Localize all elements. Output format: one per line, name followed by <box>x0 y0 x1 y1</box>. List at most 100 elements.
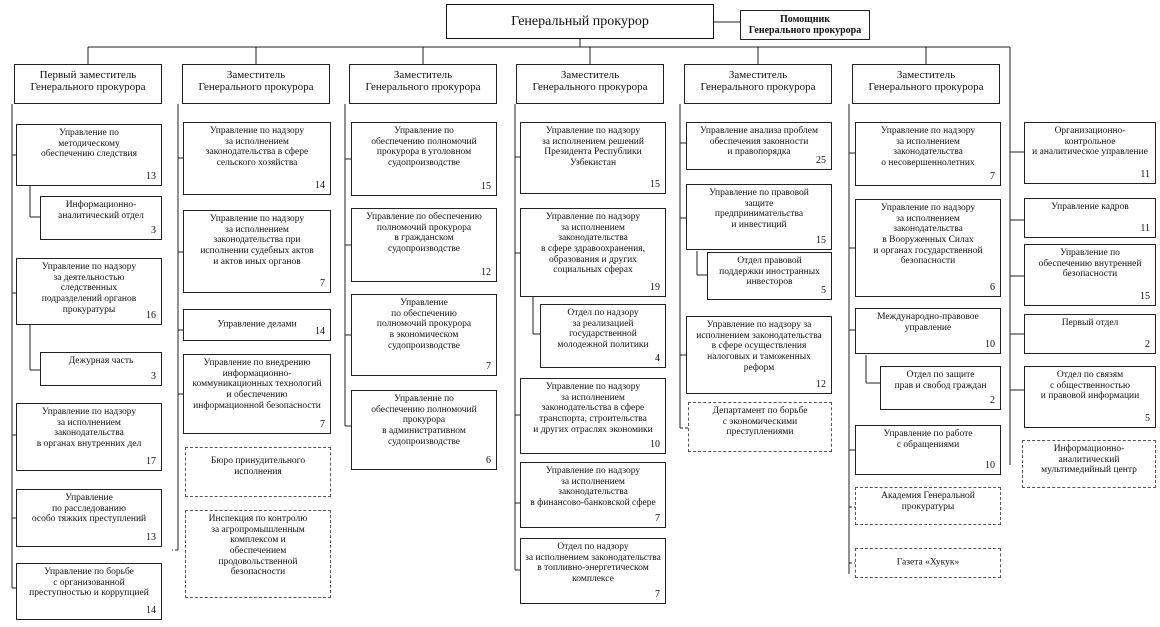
assistant-box: Помощник Генерального прокурора <box>740 10 870 40</box>
deputy-label: Заместитель Генерального прокурора <box>365 69 481 94</box>
department-box: Управление по надзору за исполнением реш… <box>520 122 666 194</box>
department-box: Организационно- контрольное и аналитичес… <box>1024 122 1156 184</box>
department-box: Управление по надзору за исполнением зак… <box>520 208 666 297</box>
staff-count: 7 <box>655 512 660 524</box>
deputy-box-6: Заместитель Генерального прокурора <box>852 64 1000 104</box>
department-name: Управление делами <box>217 319 297 330</box>
department-name: Отдел по защите прав и свобод граждан <box>894 370 987 391</box>
department-name: Управление по надзору за исполнением реш… <box>542 126 644 168</box>
general-prosecutor-label: Генеральный прокурор <box>511 13 649 29</box>
department-box: Управление по работе с обращениями 10 <box>855 425 1001 475</box>
staff-count: 10 <box>985 338 995 350</box>
staff-count: 10 <box>985 459 995 471</box>
staff-count: 14 <box>146 604 156 616</box>
department-name: Управление по надзору за исполнением зак… <box>541 212 645 276</box>
department-box: Международно-правовое управление 10 <box>855 308 1001 354</box>
department-box: Отдел по связям с общественностью и прав… <box>1024 366 1156 428</box>
department-name: Управление по надзору за исполнением зак… <box>530 466 656 508</box>
department-box-dashed: Бюро принудительного исполнения <box>185 447 331 497</box>
staff-count: 17 <box>146 455 156 467</box>
department-name: Управление по надзору за исполнением зак… <box>205 126 309 168</box>
department-name: Отдел по надзору за реализацией государс… <box>557 308 649 350</box>
staff-count: 4 <box>655 352 660 364</box>
department-box: Управление по обеспечению внутренней без… <box>1024 244 1156 306</box>
department-box: Управление по обеспечению полномочий про… <box>351 122 497 196</box>
staff-count: 13 <box>146 170 156 182</box>
department-box-dashed: Академия Генеральной прокуратуры <box>855 487 1001 525</box>
department-name: Информационно- аналитический мультимедий… <box>1041 444 1137 476</box>
department-name: Первый отдел <box>1061 318 1119 328</box>
department-box: Управление по надзору за исполнением зак… <box>686 316 832 394</box>
department-box-dashed: Информационно- аналитический мультимедий… <box>1022 440 1156 488</box>
department-name: Управление по надзору за исполнением зак… <box>696 320 822 373</box>
deputy-box-4: Заместитель Генерального прокурора <box>516 64 664 104</box>
department-box: Управление по надзору за деятельностью с… <box>16 258 162 325</box>
department-box: Отдел правовой поддержки иностранных инв… <box>707 252 832 300</box>
department-box: Управление делами 14 <box>183 309 331 341</box>
staff-count: 7 <box>320 277 325 289</box>
deputy-box-2: Заместитель Генерального прокурора <box>182 64 330 104</box>
staff-count: 7 <box>320 418 325 430</box>
department-box: Управление по расследованию особо тяжких… <box>16 489 162 547</box>
general-prosecutor-box: Генеральный прокурор <box>446 4 714 39</box>
staff-count: 15 <box>650 178 660 190</box>
staff-count: 15 <box>816 234 826 246</box>
staff-count: 12 <box>816 378 826 390</box>
staff-count: 14 <box>315 325 325 337</box>
staff-count: 5 <box>821 284 826 296</box>
department-name: Управление по надзору за исполнением зак… <box>533 382 653 435</box>
department-box: Управление по методическому обеспечению … <box>16 124 162 186</box>
department-name: Управление по внедрению информационно- к… <box>192 358 322 411</box>
deputy-label: Заместитель Генерального прокурора <box>868 69 984 94</box>
department-name: Информационно- аналитический отдел <box>58 200 144 221</box>
staff-count: 11 <box>1140 168 1150 180</box>
department-name: Управление по надзору за исполнением зак… <box>880 126 976 168</box>
staff-count: 19 <box>650 281 660 293</box>
department-box: Управление по борьбе с организованной пр… <box>16 563 162 620</box>
staff-count: 13 <box>146 531 156 543</box>
department-box: Управление по обеспечению полномочий про… <box>351 390 497 470</box>
department-name: Управление анализа проблем обеспечения з… <box>700 126 818 158</box>
deputy-label: Заместитель Генерального прокурора <box>198 69 314 94</box>
staff-count: 3 <box>151 224 156 236</box>
department-box: Управление по правовой защите предприним… <box>686 184 832 250</box>
department-box: Управление по надзору за исполнением зак… <box>520 462 666 528</box>
department-name: Отдел по надзору за исполнением законода… <box>525 542 661 584</box>
department-name: Международно-правовое управление <box>877 312 979 333</box>
department-box-dashed: Инспекция по контролю за агропромышленны… <box>185 510 331 598</box>
department-box: Отдел по надзору за исполнением законода… <box>520 538 666 604</box>
department-name: Управление по обеспечению внутренней без… <box>1038 248 1142 280</box>
department-name: Управление по надзору за исполнением зак… <box>36 407 142 449</box>
staff-count: 3 <box>151 370 156 382</box>
department-name: Управление по работе с обращениями <box>883 429 973 450</box>
department-name: Департамент по борьбе с экономическими п… <box>712 406 808 438</box>
staff-count: 12 <box>481 266 491 278</box>
department-name: Управление по обеспечению полномочий про… <box>371 126 477 168</box>
department-name: Управление по расследованию особо тяжких… <box>31 493 147 525</box>
deputy-label: Первый заместитель Генерального прокурор… <box>30 69 146 94</box>
assistant-label: Помощник Генерального прокурора <box>748 13 862 36</box>
staff-count: 7 <box>655 588 660 600</box>
department-name: Дежурная часть <box>68 356 134 366</box>
staff-count: 10 <box>650 438 660 450</box>
department-box: Дежурная часть 3 <box>40 352 162 386</box>
staff-count: 2 <box>1145 338 1150 350</box>
department-box: Управление по надзору за исполнением зак… <box>16 403 162 471</box>
department-box: Управление по надзору за исполнением зак… <box>183 122 331 195</box>
department-name: Бюро принудительного исполнения <box>210 456 306 477</box>
department-name: Управление по методическому обеспечению … <box>40 128 138 160</box>
department-box: Управление по внедрению информационно- к… <box>183 354 331 434</box>
department-name: Управление по надзору за исполнением зак… <box>873 203 983 267</box>
department-box-dashed: Газета «Хукук» <box>855 548 1001 578</box>
department-name: Инспекция по контролю за агропромышленны… <box>208 514 308 578</box>
department-name: Управление по надзору за исполнением зак… <box>200 214 314 267</box>
department-name: Газета «Хукук» <box>896 557 960 568</box>
department-name: Управление по борьбе с организованной пр… <box>29 567 149 599</box>
staff-count: 15 <box>481 180 491 192</box>
deputy-box-1: Первый заместитель Генерального прокурор… <box>14 64 162 104</box>
department-name: Отдел правовой поддержки иностранных инв… <box>719 256 820 288</box>
department-box: Управление анализа проблем обеспечения з… <box>686 122 832 170</box>
department-name: Управление по обеспечению полномочий про… <box>376 298 472 351</box>
